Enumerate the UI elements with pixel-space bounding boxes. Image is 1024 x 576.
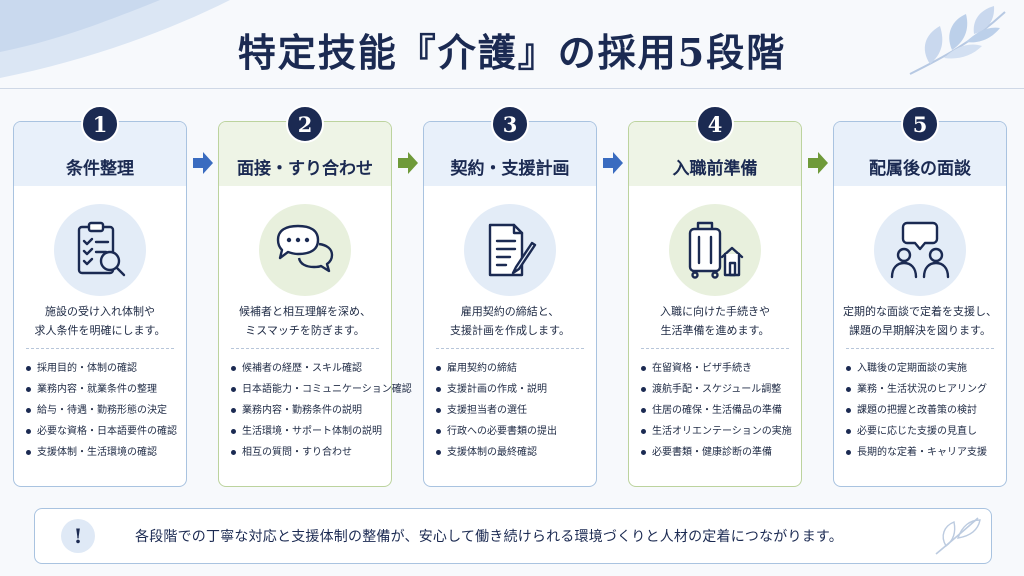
step-card-3: 3 契約・支援計画 雇用契約の締結と、 支援計画を作成します。 雇用契約の締結 … (423, 105, 597, 487)
step-description: 候補者と相互理解を深め、 ミスマッチを防ぎます。 (225, 302, 385, 340)
list-item: 相互の質問・すり合わせ (229, 442, 387, 463)
step-description-line: 定期的な面談で定着を支援し、 (843, 305, 997, 318)
list-item: 給与・待遇・勤務形態の決定 (24, 400, 182, 421)
step-divider (231, 348, 379, 349)
list-item: 課題の把握と改善策の検討 (844, 400, 1002, 421)
step-description-line: 入職に向けた手続きや (660, 305, 770, 318)
step-card-1: 1 条件整理 施設の受け入れ体制や 求人条件を明確にします。 採用目的・体制の確… (13, 105, 187, 487)
list-item: 採用目的・体制の確認 (24, 358, 182, 379)
step-title: 入職前準備 (672, 159, 758, 179)
summary-note-text: 各段階での丁寧な対応と支援体制の整備が、安心して働き続けられる環境づくりと人材の… (135, 529, 843, 545)
step-description-line: 求人条件を明確にします。 (34, 324, 166, 337)
summary-note: ! 各段階での丁寧な対応と支援体制の整備が、安心して働き続けられる環境づくりと人… (34, 508, 992, 564)
list-item: 必要書類・健康診断の準備 (639, 442, 797, 463)
leaf-decoration-icon (935, 517, 981, 555)
clipboard-magnifier-icon (54, 204, 146, 296)
list-item: 入職後の定期面談の実施 (844, 358, 1002, 379)
list-item: 業務内容・勤務条件の説明 (229, 400, 387, 421)
step-description: 施設の受け入れ体制や 求人条件を明確にします。 (20, 302, 180, 340)
step-description: 入職に向けた手続きや 生活準備を進めます。 (635, 302, 795, 340)
step-description-line: 雇用契約の締結と、 (460, 305, 560, 318)
step-description: 定期的な面談で定着を支援し、 課題の早期解決を図ります。 (840, 302, 1000, 340)
arrow-right-icon (193, 152, 213, 174)
list-item: 住居の確保・生活備品の準備 (639, 400, 797, 421)
step-task-list: 採用目的・体制の確認 業務内容・就業条件の整理 給与・待遇・勤務形態の決定 必要… (24, 358, 182, 463)
step-number-badge: 2 (286, 105, 324, 143)
list-item: 支援計画の作成・説明 (434, 379, 592, 400)
step-number-badge: 3 (491, 105, 529, 143)
step-divider (436, 348, 584, 349)
step-number-badge: 1 (81, 105, 119, 143)
step-title: 条件整理 (66, 159, 134, 179)
list-item: 生活オリエンテーションの実施 (639, 421, 797, 442)
list-item: 必要な資格・日本語要件の確認 (24, 421, 182, 442)
step-description-line: 施設の受け入れ体制や (45, 305, 155, 318)
list-item: 支援体制の最終確認 (434, 442, 592, 463)
suitcase-house-icon (669, 204, 761, 296)
list-item: 業務内容・就業条件の整理 (24, 379, 182, 400)
step-divider (26, 348, 174, 349)
step-task-list: 在留資格・ビザ手続き 渡航手配・スケジュール調整 住居の確保・生活備品の準備 生… (639, 358, 797, 463)
list-item: 日本語能力・コミュニケーション確認 (229, 379, 412, 400)
title-divider (0, 88, 1024, 89)
list-item: 候補者の経歴・スキル確認 (229, 358, 387, 379)
step-description: 雇用契約の締結と、 支援計画を作成します。 (430, 302, 590, 340)
step-divider (846, 348, 994, 349)
step-task-list: 入職後の定期面談の実施 業務・生活状況のヒアリング 課題の把握と改善策の検討 必… (844, 358, 1002, 463)
step-card-4: 4 入職前準備 入職に向けた手続きや 生活準備を進めます。 在留資格・ビザ手続き… (628, 105, 802, 487)
list-item: 必要に応じた支援の見直し (844, 421, 1002, 442)
step-title: 配属後の面談 (869, 159, 971, 179)
document-pen-icon (464, 204, 556, 296)
step-task-list: 雇用契約の締結 支援計画の作成・説明 支援担当者の選任 行政への必要書類の提出 … (434, 358, 592, 463)
step-description-line: 候補者と相互理解を深め、 (239, 305, 371, 318)
step-title: 契約・支援計画 (450, 159, 570, 179)
step-number-badge: 5 (901, 105, 939, 143)
step-number-badge: 4 (696, 105, 734, 143)
list-item: 支援担当者の選任 (434, 400, 592, 421)
step-card-2: 2 面接・すり合わせ 候補者と相互理解を深め、 ミスマッチを防ぎます。 候補者の… (218, 105, 412, 487)
step-title: 面接・すり合わせ (237, 159, 373, 179)
step-description-line: ミスマッチを防ぎます。 (245, 324, 365, 337)
list-item: 在留資格・ビザ手続き (639, 358, 797, 379)
speech-bubbles-icon (259, 204, 351, 296)
arrow-right-icon (398, 152, 418, 174)
exclamation-icon: ! (61, 519, 95, 553)
step-divider (641, 348, 789, 349)
list-item: 行政への必要書類の提出 (434, 421, 592, 442)
step-card-5: 5 配属後の面談 定期的な面談で定着を支援し、 課題の早期解決を図ります。 入職… (833, 105, 1007, 487)
list-item: 支援体制・生活環境の確認 (24, 442, 182, 463)
list-item: 生活環境・サポート体制の説明 (229, 421, 387, 442)
arrow-right-icon (603, 152, 623, 174)
step-task-list: 候補者の経歴・スキル確認 日本語能力・コミュニケーション確認 業務内容・勤務条件… (229, 358, 412, 463)
step-description-line: 支援計画を作成します。 (450, 324, 570, 337)
list-item: 業務・生活状況のヒアリング (844, 379, 1002, 400)
list-item: 雇用契約の締結 (434, 358, 592, 379)
step-description-line: 課題の早期解決を図ります。 (849, 324, 991, 337)
list-item: 渡航手配・スケジュール調整 (639, 379, 797, 400)
people-conversation-icon (874, 204, 966, 296)
step-description-line: 生活準備を進めます。 (660, 324, 770, 337)
leaf-decoration-icon (909, 6, 1006, 75)
list-item: 長期的な定着・キャリア支援 (844, 442, 1002, 463)
page-title: 特定技能『介護』の採用5段階 (237, 30, 787, 75)
arrow-right-icon (808, 152, 828, 174)
